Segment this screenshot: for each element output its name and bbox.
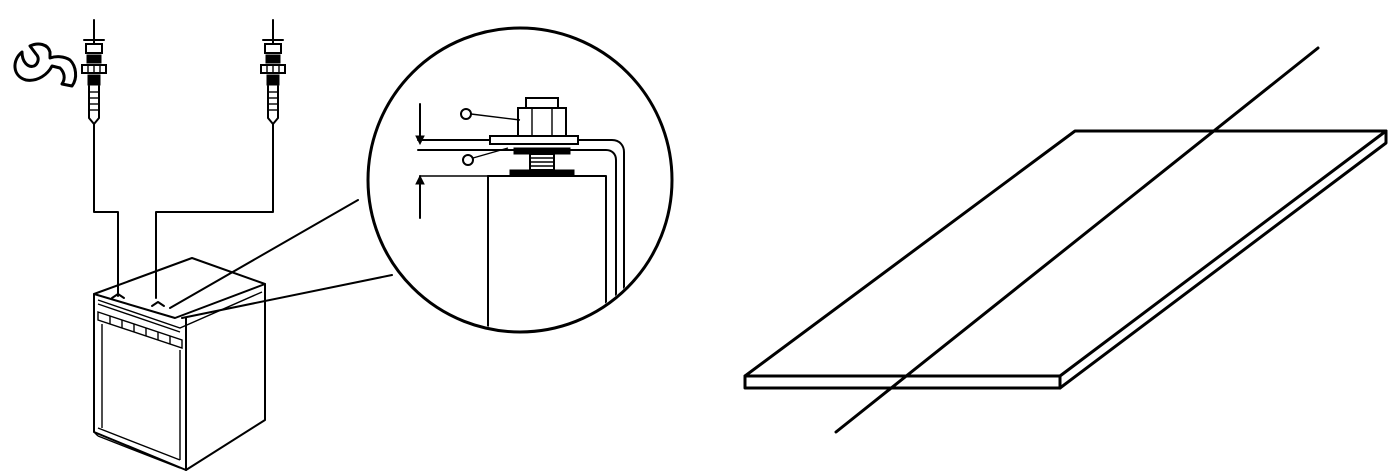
wrench-icon [13,42,78,88]
callout-lines [169,199,393,319]
countertop-slab [743,46,1388,434]
screw-icon [260,19,286,125]
appliance-cabinet [93,257,266,471]
screw-icon [81,19,107,125]
screw-leader-lines [93,123,274,299]
detail-magnifier-circle [366,26,674,334]
